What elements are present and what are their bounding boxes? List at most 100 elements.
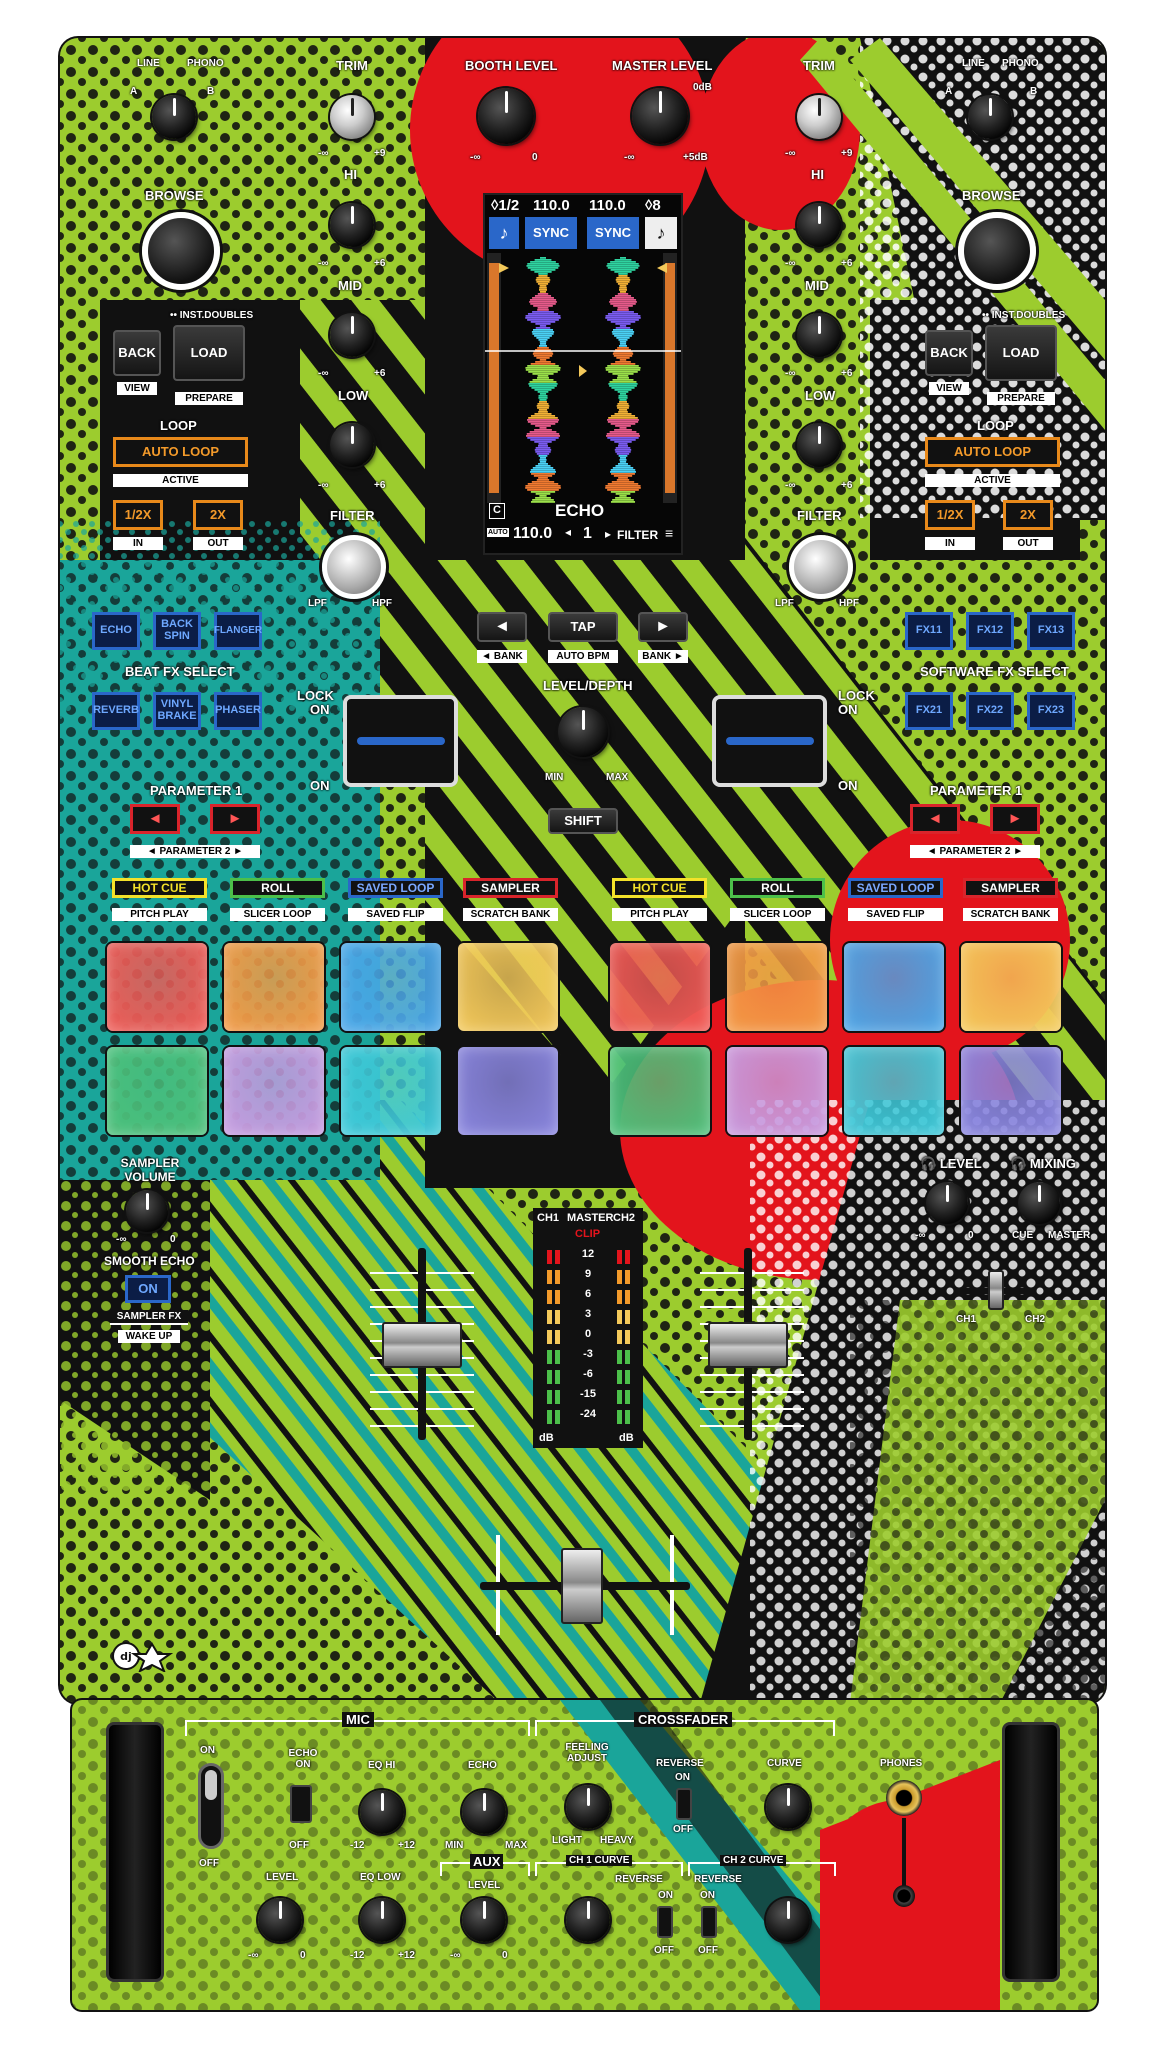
mic-eq-low-knob[interactable] <box>360 1898 404 1942</box>
phones-mixing-knob[interactable] <box>1018 1182 1060 1224</box>
beat-fx-echo-button[interactable]: ECHO <box>92 612 140 650</box>
aux-level-knob[interactable] <box>462 1898 506 1942</box>
right-pad-2[interactable] <box>727 943 827 1031</box>
right-eq-mid-knob[interactable] <box>797 313 841 357</box>
beat-fx-backspin-button[interactable]: BACK SPIN <box>153 612 201 650</box>
right-input-selector[interactable] <box>968 95 1012 139</box>
ch2-fader-knob[interactable] <box>708 1322 788 1368</box>
left-eq-low-knob[interactable] <box>330 423 374 467</box>
ch1-fader-knob[interactable] <box>382 1322 462 1368</box>
right-roll-button[interactable]: ROLL <box>730 878 825 898</box>
right-trim-knob[interactable] <box>797 95 841 139</box>
waveform-bar <box>612 329 634 331</box>
left-pad-3[interactable] <box>341 943 441 1031</box>
waveform-bar <box>615 425 631 427</box>
mic-level-knob[interactable] <box>258 1898 302 1942</box>
right-pad-5[interactable] <box>610 1047 710 1135</box>
tap-button[interactable]: TAP <box>548 612 618 642</box>
right-pad-8[interactable] <box>961 1047 1061 1135</box>
left-trim-knob[interactable] <box>330 95 374 139</box>
left-hot-cue-button[interactable]: HOT CUE <box>112 878 207 898</box>
left-loop-double-button[interactable]: 2X <box>193 500 243 530</box>
left-load-button[interactable]: LOAD <box>173 325 245 381</box>
crossfader-knob[interactable] <box>561 1548 603 1624</box>
left-pad-6[interactable] <box>224 1047 324 1135</box>
right-pad-7[interactable] <box>844 1047 944 1135</box>
beat-fx-flanger-button[interactable]: FLANGER <box>214 612 262 650</box>
left-pad-7[interactable] <box>341 1047 441 1135</box>
level-depth-knob[interactable] <box>558 707 608 757</box>
left-saved-loop-button[interactable]: SAVED LOOP <box>348 878 443 898</box>
left-eq-hi-knob[interactable] <box>330 203 374 247</box>
right-back-button[interactable]: BACK <box>925 330 973 376</box>
right-loop-double-button[interactable]: 2X <box>1003 500 1053 530</box>
mini-phones-jack[interactable] <box>893 1885 915 1907</box>
left-input-selector[interactable] <box>152 95 196 139</box>
mic-echo-toggle[interactable] <box>290 1785 312 1823</box>
ch1-curve-knob[interactable] <box>566 1898 610 1942</box>
left-pad-1[interactable] <box>107 943 207 1031</box>
right-filter-knob[interactable] <box>789 535 853 599</box>
left-sampler-button[interactable]: SAMPLER <box>463 878 558 898</box>
left-roll-button[interactable]: ROLL <box>230 878 325 898</box>
right-eq-low-knob[interactable] <box>797 423 841 467</box>
booth-level-knob[interactable] <box>478 88 534 144</box>
left-pad-8[interactable] <box>458 1047 558 1135</box>
right-loop-half-button[interactable]: 1/2X <box>925 500 975 530</box>
right-pad-4[interactable] <box>961 943 1061 1031</box>
left-pad-5[interactable] <box>107 1047 207 1135</box>
right-eq-hi-knob[interactable] <box>797 203 841 247</box>
left-browse-encoder[interactable] <box>142 212 220 290</box>
beat-fx-phaser-button[interactable]: PHASER <box>214 692 262 730</box>
sampler-volume-knob[interactable] <box>126 1190 168 1232</box>
beat-fx-vinyl-brake-button[interactable]: VINYL BRAKE <box>153 692 201 730</box>
mic-eq-hi-knob[interactable] <box>360 1790 404 1834</box>
mic-on-off-lever[interactable] <box>198 1763 224 1849</box>
right-param-right-button[interactable]: ► <box>990 804 1040 834</box>
master-level-knob[interactable] <box>632 88 688 144</box>
smooth-echo-on-button[interactable]: ON <box>125 1275 171 1303</box>
cf-curve-knob[interactable] <box>766 1785 810 1829</box>
right-saved-loop-button[interactable]: SAVED LOOP <box>848 878 943 898</box>
bank-right-button[interactable]: ► <box>638 612 688 642</box>
right-param-left-button[interactable]: ◄ <box>910 804 960 834</box>
shift-button[interactable]: SHIFT <box>548 808 618 834</box>
ch1-reverse-toggle[interactable] <box>657 1906 673 1938</box>
right-fx-on-lever[interactable] <box>712 695 827 787</box>
left-loop-half-button[interactable]: 1/2X <box>113 500 163 530</box>
left-pad-2[interactable] <box>224 943 324 1031</box>
ch2-reverse-toggle[interactable] <box>701 1906 717 1938</box>
left-eq-mid-knob[interactable] <box>330 313 374 357</box>
left-fx-on-lever[interactable] <box>343 695 458 787</box>
feeling-adjust-knob[interactable] <box>566 1785 610 1829</box>
left-auto-loop-button[interactable]: AUTO LOOP <box>113 437 248 467</box>
phones-jack[interactable] <box>886 1780 922 1816</box>
right-load-button[interactable]: LOAD <box>985 325 1057 381</box>
right-pad-6[interactable] <box>727 1047 827 1135</box>
mic-echo-knob[interactable] <box>462 1790 506 1834</box>
left-pad-4[interactable] <box>458 943 558 1031</box>
left-back-button[interactable]: BACK <box>113 330 161 376</box>
left-param-right-button[interactable]: ► <box>210 804 260 834</box>
waveform-bar <box>533 475 553 477</box>
right-browse-encoder[interactable] <box>958 212 1036 290</box>
cf-reverse-toggle[interactable] <box>676 1788 692 1820</box>
right-pad-1[interactable] <box>610 943 710 1031</box>
left-filter-knob[interactable] <box>322 535 386 599</box>
left-param-left-button[interactable]: ◄ <box>130 804 180 834</box>
ch2-curve-knob[interactable] <box>766 1898 810 1942</box>
right-pad-3[interactable] <box>844 943 944 1031</box>
beat-fx-reverb-button[interactable]: REVERB <box>92 692 140 730</box>
right-auto-loop-button[interactable]: AUTO LOOP <box>925 437 1060 467</box>
cue-crossfader-knob[interactable] <box>988 1270 1004 1310</box>
bank-left-button[interactable]: ◄ <box>477 612 527 642</box>
right-hot-cue-button[interactable]: HOT CUE <box>612 878 707 898</box>
right-sampler-button[interactable]: SAMPLER <box>963 878 1058 898</box>
phones-level-knob[interactable] <box>926 1182 968 1224</box>
